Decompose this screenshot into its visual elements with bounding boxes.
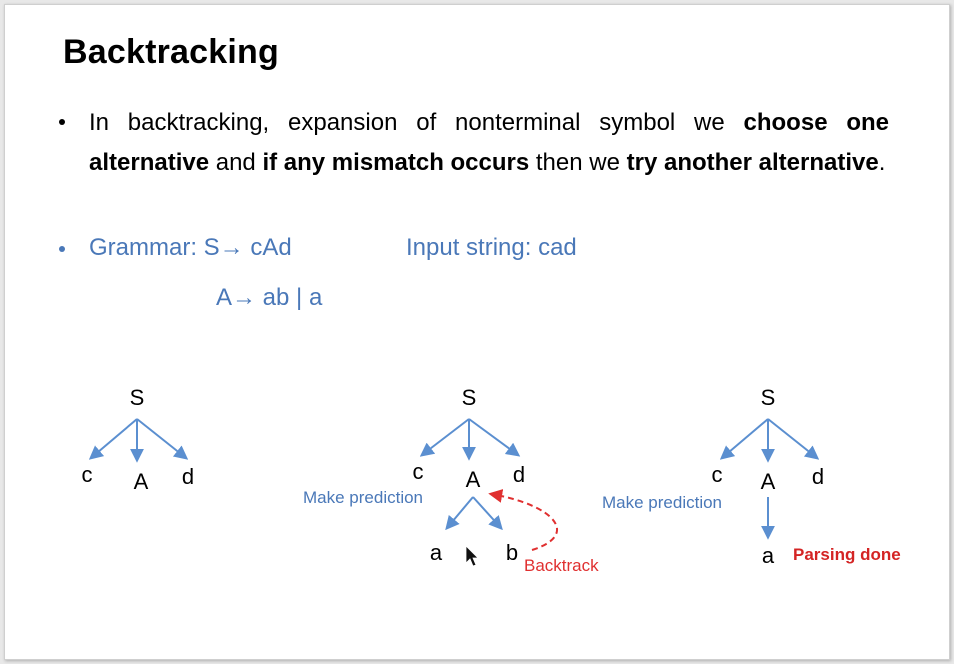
grammar-rule-a: A→ ab | a	[216, 284, 323, 311]
tree2-node-b-leaf: b	[506, 540, 518, 565]
tree2-prediction-label: Make prediction	[303, 488, 423, 507]
tree2-edge-left	[445, 496, 474, 531]
tree2-edge-d	[468, 418, 521, 457]
tree2-node-c: c	[413, 459, 424, 484]
parse-tree-2: S c A d Make prediction a b Backtrack	[303, 385, 599, 575]
bullet-1-bold-1: choose one alternative	[89, 109, 890, 176]
parsing-done-label: Parsing done	[793, 545, 901, 564]
parse-tree-1: S c A d	[82, 385, 195, 494]
bullet-1-part-2: and	[209, 149, 263, 176]
input-string-label: Input string: cad	[406, 234, 577, 261]
mouse-pointer-icon	[465, 545, 479, 567]
tree1-node-c: c	[82, 462, 93, 487]
tree3-node-d: d	[812, 464, 824, 489]
bullet-1-bold-3: try another alternative	[626, 149, 879, 176]
tree3-prediction-label: Make prediction	[602, 493, 722, 512]
tree3-node-a-leaf: a	[762, 543, 775, 568]
tree1-node-a: A	[134, 469, 149, 494]
bullet-1-text: In backtracking, expansion of nontermina…	[89, 103, 889, 183]
parse-tree-3: S c A d Make prediction a Parsing done	[602, 385, 901, 568]
bullet-1-part-4: .	[878, 149, 886, 176]
tree2-node-d: d	[513, 462, 525, 487]
tree2-edge-right	[472, 496, 503, 531]
bullet-dot-2	[59, 246, 65, 252]
bullet-dot-1	[59, 119, 65, 125]
tree2-edge-c	[419, 418, 470, 457]
tree3-edge-c	[719, 418, 769, 460]
slide-title: Backtracking	[63, 33, 279, 71]
parse-trees-diagram: S c A d S c A d Make prediction a b Back…	[82, 385, 901, 575]
tree3-root-s: S	[761, 385, 776, 410]
tree3-edge-d	[767, 418, 820, 460]
tree1-root-s: S	[130, 385, 145, 410]
slide: Backtracking In backtracking, expansion …	[4, 4, 950, 660]
tree1-edge-c	[88, 418, 138, 460]
tree2-node-a: A	[466, 467, 481, 492]
bullet-1-part-3: then we	[529, 149, 627, 176]
tree1-edge-d	[136, 418, 189, 460]
backtrack-label: Backtrack	[524, 556, 599, 575]
tree1-node-d: d	[182, 464, 194, 489]
tree2-node-a-leaf: a	[430, 540, 443, 565]
tree3-node-a: A	[761, 469, 776, 494]
tree2-root-s: S	[462, 385, 477, 410]
grammar-label: Grammar: S→ cAd	[89, 234, 292, 261]
backtrack-arrow	[488, 489, 558, 551]
bullet-1-bold-2: if any mismatch occurs	[262, 149, 530, 176]
bullet-1-part-1: In backtracking, expansion of nontermina…	[89, 109, 744, 136]
tree3-node-c: c	[712, 462, 723, 487]
